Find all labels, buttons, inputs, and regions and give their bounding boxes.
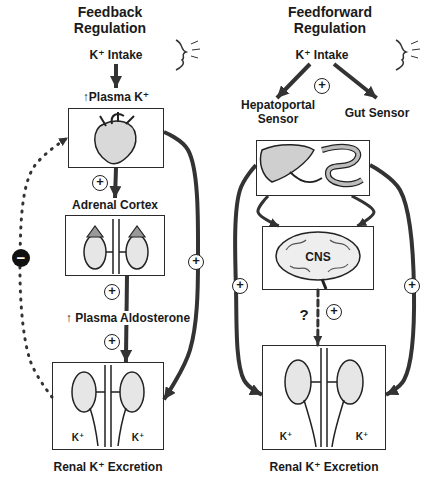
ion-label: K⁺ [350,431,374,443]
inhibition-sign: − [12,249,30,267]
illustrated-box: ↑Plasma K⁺ [68,88,164,168]
mouth-sketch [396,40,406,70]
stimulation-sign: + [404,278,420,294]
kidney-drawing [72,372,96,412]
flow-arrow [115,168,116,198]
ureter [304,400,344,447]
sound-lines [191,41,200,58]
illustrated-box: Adrenal Cortex [65,198,165,276]
node-label: Renal K⁺ Excretion [42,460,174,474]
adrenal-gland [87,226,103,237]
flow-arrow [258,196,279,226]
gut-drawing [322,147,362,184]
ion-label: K⁺ [66,432,90,444]
great-vessels [311,348,337,447]
kidney-drawing [84,235,106,269]
column-heading: Feedback Regulation [60,4,160,36]
flow-arrow [334,64,377,98]
node-label: Renal K⁺ Excretion [256,460,392,474]
flow-arrow [114,64,118,88]
stimulation-sign: + [326,304,342,320]
ion-label: K⁺ [274,431,298,443]
illustrated-box: K⁺K⁺Renal K⁺ Excretion [52,362,164,487]
box-outline [65,215,165,276]
stimulation-sign: + [104,284,120,300]
node-label: CNS [262,250,374,264]
edge-label: ↑ Plasma Aldosterone [64,311,192,325]
illustrated-box: CNS [262,226,374,290]
node-label: Gut Sensor [340,106,414,120]
node-label: Adrenal Cortex [65,198,165,212]
kidney-drawing [285,360,311,404]
great-vessels [106,219,126,274]
illustrated-box: K⁺K⁺Renal K⁺ Excretion [262,345,386,487]
great-vessels [96,365,120,447]
node-label: Hepatoportal Sensor [236,98,320,126]
stimulation-sign: + [314,78,330,94]
edge-label: ? [297,306,310,323]
dashed-arrow [316,290,319,345]
brain-stem [322,279,326,289]
box-outline [68,108,164,168]
node-label: K⁺ Intake [76,48,156,62]
sound-lines [411,41,420,58]
stimulation-sign: + [104,334,120,350]
flow-arrow [352,196,374,226]
heart-drawing [95,121,136,164]
liver-drawing [260,145,314,182]
flow-arrow [277,64,310,98]
box-outline [52,362,164,450]
box-outline [256,140,370,196]
text-node: K⁺ Intake [282,46,362,64]
node-label: K⁺ Intake [282,48,362,62]
text-node: K⁺ Intake [76,46,156,64]
stimulation-sign: + [232,278,248,294]
ion-label: K⁺ [126,432,150,444]
adrenal-gland [129,226,145,237]
portal-vein [290,172,322,182]
illustrated-box: Hepatoportal Sensor Gut Sensor [236,98,414,196]
gut-drawing [322,147,362,184]
kidney-drawing [120,372,144,412]
column-heading: Feedforward Regulation [274,4,386,36]
stimulation-sign: + [92,175,108,191]
mouth-sketch [176,40,186,70]
heart-vessels [100,112,134,126]
node-label: ↑Plasma K⁺ [68,90,164,104]
kidney-drawing [337,360,363,404]
ureter [90,408,126,446]
dashed-arrow [20,138,68,397]
stimulation-sign: + [188,254,204,270]
kidney-drawing [126,235,148,269]
